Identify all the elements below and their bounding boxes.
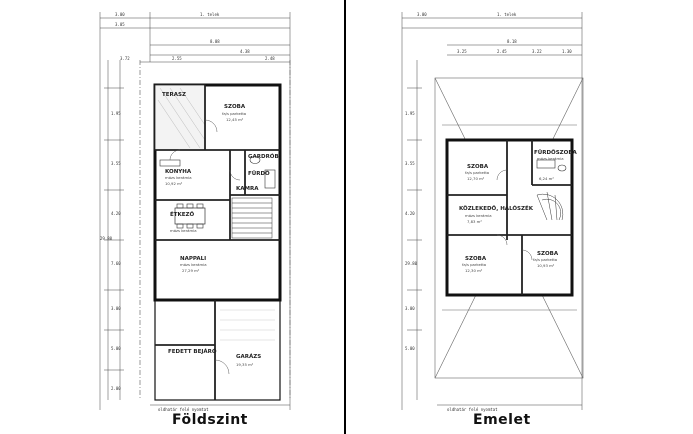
dimension-label: 29.80 [405,261,418,266]
svg-text:19,35 m²: 19,35 m² [236,362,254,367]
svg-text:mázs kerámia: mázs kerámia [180,262,207,267]
svg-text:27,29 m²: 27,29 m² [182,268,200,273]
dimension-label: 3.22 [532,49,542,54]
ground-floor-panel: SZOBA fa/s parketta 12,45 m² KONYHA mázs… [0,0,345,434]
room-label: FEDETT BEJÁRÓ [168,348,217,355]
svg-text:fa/s parketta: fa/s parketta [533,257,557,262]
dimension-label: 3.25 [457,49,467,54]
upper-floor-panel: SZOBA fa/s parketta 12,70 m² FÜRDŐSZOBA … [347,0,693,434]
room-label: KONYHA [165,169,192,175]
dimension-label: 5.00 [405,346,415,351]
svg-text:10,92 m²: 10,92 m² [165,181,183,186]
room-label: GARÁZS [236,353,261,360]
panel-divider [344,0,346,434]
room-label: SZOBA [537,251,559,257]
dimension-label: 3.05 [115,22,125,27]
svg-text:12,45 m²: 12,45 m² [226,117,244,122]
svg-text:6,24 m²: 6,24 m² [539,176,554,181]
dimension-label: 7.60 [111,261,121,266]
dimension-label: 29.80 [100,236,113,241]
dimension-label: 4.20 [111,211,121,216]
svg-text:mázs kerámia: mázs kerámia [465,213,492,218]
dimension-label: 1.95 [111,111,121,116]
dimension-label: 2.48 [265,56,275,61]
room-label: TERASZ [162,92,186,98]
dimension-label: 3.00 [417,12,427,17]
room-label: SZOBA [465,256,487,262]
room-label: GARDRÓB [248,153,279,160]
svg-text:12,70 m²: 12,70 m² [467,176,485,181]
footer-note: oldhatár felé nyomtat [158,407,209,412]
dimension-label: 1. telek [497,12,517,17]
room-label: FÜRDŐ [248,170,270,177]
room-label: SZOBA [224,104,246,110]
svg-text:12,30 m²: 12,30 m² [465,268,483,273]
dimension-label: 3.72 [120,56,130,61]
ground-floor-plan: SZOBA fa/s parketta 12,45 m² KONYHA mázs… [99,12,291,412]
room-label: KAMRA [236,186,259,192]
svg-text:10,93 m²: 10,93 m² [537,263,555,268]
dimension-label: 3.55 [405,161,415,166]
room-label: SZOBA [467,164,489,170]
floor-caption: Emelet [473,412,531,428]
room-label: KÖZLEKEDŐ, HÁLÓSZÉK [459,204,534,212]
dimension-label: 1.30 [562,49,572,54]
dimension-label: 4.20 [405,211,415,216]
room-label: ÉTKEZŐ [170,210,195,218]
svg-text:fa/s parketta: fa/s parketta [465,170,489,175]
dimension-label: 2.00 [111,386,121,391]
dimension-label: 3.00 [111,306,121,311]
dimension-label: 3.00 [405,306,415,311]
footer-note: oldhatár felé nyomtat [447,407,498,412]
dimension-label: 1.95 [405,111,415,116]
dimension-label: 5.00 [111,346,121,351]
svg-text:mázs kerámia: mázs kerámia [165,175,192,180]
room-label: NAPPALI [180,256,206,262]
dimension-label: 3.55 [111,161,121,166]
dimension-label: 8.08 [210,39,220,44]
svg-text:mázs kerámia: mázs kerámia [537,156,564,161]
floor-caption: Földszint [172,412,248,428]
dimension-label: 2.45 [497,49,507,54]
dimension-label: 4.38 [240,49,250,54]
dimension-label: 2.55 [172,56,182,61]
svg-text:fa/s parketta: fa/s parketta [222,111,246,116]
dimension-label: 3.00 [115,12,125,17]
dimension-label: 8.18 [507,39,517,44]
svg-text:mázs kerámia: mázs kerámia [170,228,197,233]
dimension-label: 1. telek [200,12,220,17]
room-label: FÜRDŐSZOBA [534,149,578,156]
svg-text:7,83 m²: 7,83 m² [467,219,482,224]
svg-text:fa/s parketta: fa/s parketta [462,262,486,267]
upper-floor-plan: SZOBA fa/s parketta 12,70 m² FÜRDŐSZOBA … [401,12,584,412]
